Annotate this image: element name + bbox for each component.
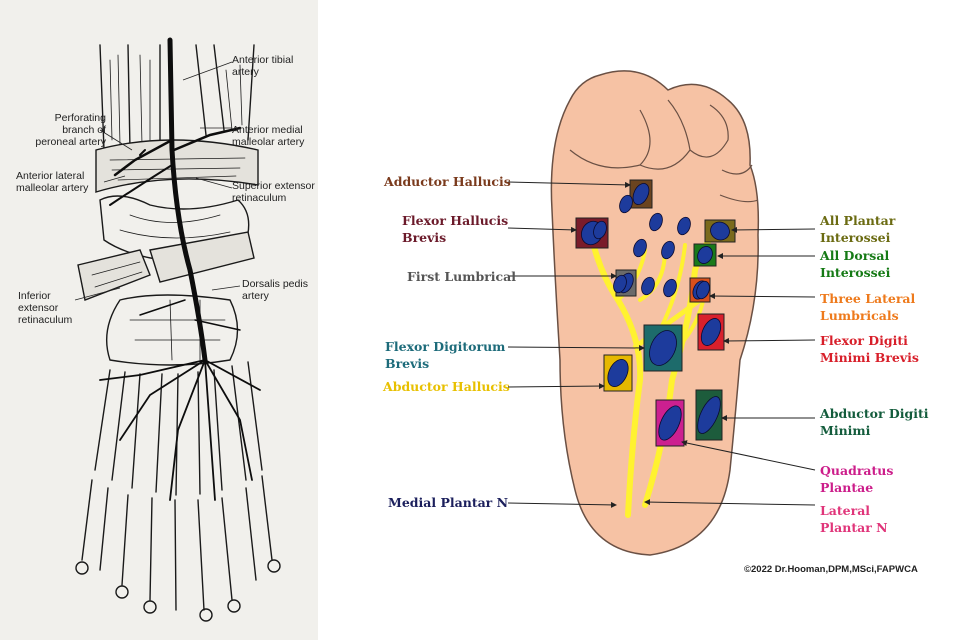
label-all-dorsal-interossei: All Dorsal Interossei: [820, 248, 891, 280]
muscle-shape: [607, 359, 629, 387]
label-quadratus-plantae: Quadratus Plantae: [820, 463, 894, 495]
muscle-blob: [663, 278, 677, 298]
leader-lines: [507, 181, 816, 508]
muscle-blob: [641, 276, 655, 296]
label-flexor-hallucis-brevis: Flexor Hallucis Brevis: [402, 213, 509, 245]
foot-sole-shape: [550, 70, 760, 556]
plantar-foot-diagram: [507, 70, 816, 556]
muscle-shape: [710, 221, 730, 241]
muscle-shape: [700, 318, 722, 346]
label-flexor-digiti-minimi-brevis: Flexor Digiti Minimi Brevis: [820, 333, 919, 365]
dorsal-foot-artery-illustration: Anterior tibial artery Perforating branc…: [0, 0, 318, 640]
muscle-blob: [633, 238, 647, 258]
muscle-shape: [658, 405, 682, 441]
label-perforating-branch: Perforating branch of peroneal artery: [35, 112, 106, 148]
label-anterior-medial-malleolar-artery: Anterior medial malleolar artery: [232, 124, 305, 148]
label-all-plantar-interossei: All Plantar Interossei: [820, 213, 896, 245]
dorsal-foot-drawing: [74, 37, 281, 622]
label-first-lumbrical: First Lumbrical: [407, 269, 517, 284]
muscle-blob: [649, 212, 663, 232]
muscle-shape: [697, 396, 721, 434]
label-dorsalis-pedis-artery: Dorsalis pedis artery: [242, 278, 308, 302]
label-three-lateral-lumbricals: Three Lateral Lumbricals: [820, 291, 916, 323]
label-flexor-digitorum-brevis: Flexor Digitorum Brevis: [385, 339, 506, 371]
muscle-boxes: [575, 179, 736, 447]
copyright-notice: ©2022 Dr.Hooman,DPM,MSci,FAPWCA: [744, 564, 918, 575]
muscle-shape: [697, 246, 713, 264]
label-medial-plantar-n: Medial Plantar N: [388, 495, 509, 510]
muscle-blob: [593, 220, 607, 240]
label-anterior-lateral-malleolar-artery: Anterior lateral malleolar artery: [16, 170, 89, 194]
toe-outlines: [569, 99, 759, 203]
label-abductor-hallucis: Abductor Hallucis: [383, 379, 510, 394]
muscle-blob: [696, 280, 710, 300]
muscle-shape: [632, 183, 650, 205]
muscle-shape: [649, 330, 677, 366]
muscle-blob: [613, 274, 627, 294]
label-anterior-tibial-artery: Anterior tibial artery: [232, 54, 294, 78]
label-lateral-plantar-n: Lateral Plantar N: [820, 503, 888, 535]
label-inferior-extensor-retinaculum: Inferior extensor retinaculum: [18, 290, 73, 326]
label-adductor-hallucis: Adductor Hallucis: [384, 174, 511, 189]
muscle-blob: [677, 216, 691, 236]
label-abductor-digiti-minimi: Abductor Digiti Minimi: [820, 406, 929, 438]
label-superior-extensor-retinaculum: Superior extensor retinaculum: [232, 180, 315, 204]
muscle-blob: [661, 240, 675, 260]
muscle-blob: [619, 194, 633, 214]
